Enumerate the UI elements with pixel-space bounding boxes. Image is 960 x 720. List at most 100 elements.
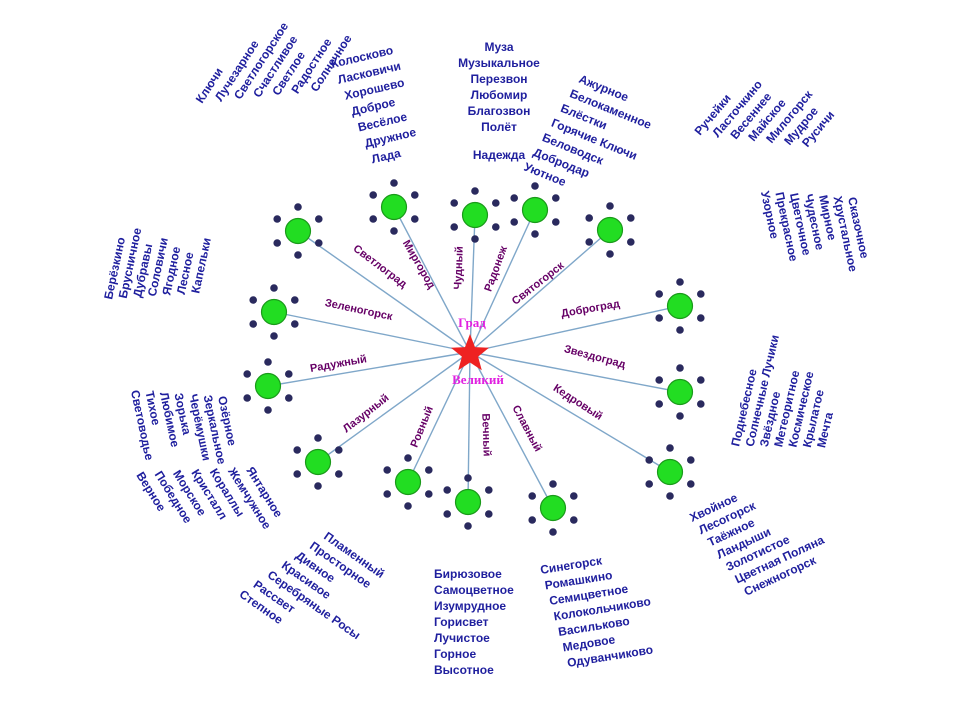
satellite-dot — [273, 215, 282, 223]
satellite-dot — [666, 492, 674, 500]
settlement-node — [293, 434, 343, 490]
node-circle — [539, 494, 567, 522]
center-title-top: Град — [458, 315, 486, 330]
settlement-group-forest: ХвойноеЛесогорскТаёжноеЛандышиЗолотистое… — [687, 490, 826, 598]
spoke-line — [393, 206, 471, 353]
settlement-name: Полёт — [481, 120, 517, 134]
satellite-dot — [492, 199, 500, 207]
satellite-dot — [645, 480, 653, 488]
settlement-name: Горисвет — [434, 615, 489, 629]
node-circle — [666, 292, 694, 320]
spoke-line — [273, 311, 471, 353]
settlement-group-light: КлючиЛучезарноеСветлогорскоеСчастливоеСв… — [193, 19, 355, 105]
satellite-dot — [450, 199, 459, 207]
satellite-dot — [335, 446, 343, 454]
satellite-dot — [243, 370, 251, 378]
satellite-dot — [570, 492, 578, 500]
spoke-label: Радужный — [309, 353, 367, 375]
satellite-dot — [443, 510, 452, 518]
satellite-dot — [655, 290, 663, 298]
settlement-name: Муза — [485, 40, 514, 54]
spoke-label: Зеленогорск — [324, 297, 394, 323]
satellite-dot — [369, 215, 378, 223]
satellite-dot — [697, 314, 705, 322]
satellite-dot — [549, 528, 557, 536]
satellite-dot — [264, 406, 272, 414]
satellite-dot — [676, 326, 684, 334]
settlement-node — [369, 179, 419, 235]
center-layer: Град Великий — [451, 315, 504, 387]
spoke-label: Светлоград — [351, 243, 409, 291]
satellite-dot — [291, 296, 299, 304]
satellite-dot — [655, 400, 663, 408]
satellite-dot — [270, 332, 278, 340]
settlement-name: Самоцветное — [434, 583, 514, 597]
spoke-label: Радонеж — [482, 244, 510, 293]
satellite-dot — [510, 218, 518, 226]
settlement-node — [585, 202, 635, 258]
settlement-group-music: МузаМузыкальноеПерезвонЛюбомирБлагозвонП… — [458, 40, 540, 162]
satellite-dot — [315, 215, 323, 223]
spoke-label: Чудный — [452, 246, 466, 290]
center-star-icon — [451, 334, 489, 371]
settlement-node — [645, 444, 695, 500]
center-title-bottom: Великий — [452, 372, 504, 387]
settlement-name: Лада — [370, 146, 402, 166]
satellite-dot — [294, 203, 302, 211]
satellite-dot — [404, 502, 412, 510]
node-circle — [454, 488, 482, 516]
satellite-dot — [655, 376, 663, 384]
satellite-dot — [606, 250, 614, 258]
settlement-node — [655, 364, 705, 420]
node-circle — [394, 468, 422, 496]
satellite-dot — [315, 239, 323, 247]
node-circle — [461, 201, 489, 229]
satellite-dot — [531, 182, 539, 190]
satellite-dot — [443, 486, 452, 494]
satellite-dot — [464, 474, 472, 482]
settlement-node — [655, 278, 705, 334]
satellite-dot — [549, 480, 557, 488]
satellite-dot — [552, 194, 560, 202]
satellite-dot — [294, 251, 302, 259]
satellite-dot — [585, 238, 593, 246]
node-circle — [596, 216, 624, 244]
node-circle — [284, 217, 312, 245]
satellite-dot — [383, 490, 392, 498]
satellite-dot — [485, 510, 493, 518]
settlement-node — [243, 358, 293, 414]
satellite-dot — [411, 191, 419, 199]
settlement-group-lake: ОзёрноеЗеркальноеЧерёмушкиЗорькаЛюбимоеТ… — [128, 389, 239, 466]
satellite-dot — [390, 227, 398, 235]
settlement-node — [528, 480, 578, 536]
settlement-node — [510, 182, 560, 238]
satellite-dot — [687, 480, 695, 488]
satellite-dot — [285, 370, 293, 378]
settlement-group-blue: СинегорскРомашкиноСемицветноеКолокольчик… — [539, 553, 654, 670]
satellite-dot — [655, 314, 663, 322]
satellite-dot — [243, 394, 251, 402]
node-circle — [656, 458, 684, 486]
satellite-dot — [510, 194, 518, 202]
satellite-dot — [676, 412, 684, 420]
satellite-dot — [314, 434, 322, 442]
settlement-name: Бирюзовое — [434, 567, 502, 581]
satellite-dot — [464, 522, 472, 530]
spoke-line — [297, 230, 471, 353]
spoke-line — [469, 351, 671, 473]
satellite-dot — [249, 296, 257, 304]
settlement-node — [383, 454, 433, 510]
settlement-name: Перезвон — [470, 72, 527, 86]
satellite-dot — [291, 320, 299, 328]
satellite-dot — [697, 290, 705, 298]
node-circle — [380, 193, 408, 221]
spoke-line — [469, 229, 611, 353]
satellite-dot — [293, 470, 302, 478]
node-circle — [666, 378, 694, 406]
satellite-dot — [528, 516, 536, 524]
settlement-name: Надежда — [473, 148, 526, 162]
satellite-dot — [485, 486, 493, 494]
nodes-layer — [243, 179, 705, 536]
satellite-dot — [531, 230, 539, 238]
